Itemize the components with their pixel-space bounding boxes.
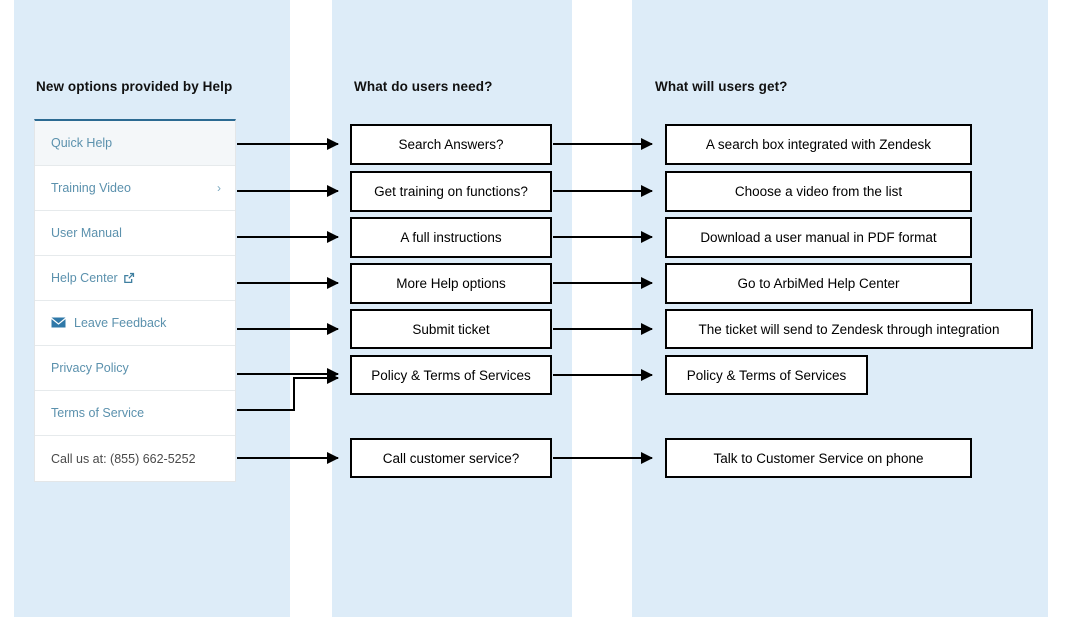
connector-training-to-video xyxy=(553,185,653,197)
need-box-call-customer-service: Call customer service? xyxy=(350,438,552,478)
connector-instructions-to-manual xyxy=(553,231,653,243)
mail-icon xyxy=(51,317,66,331)
menu-item-label: Privacy Policy xyxy=(51,361,129,375)
column-heading-middle: What do users need? xyxy=(354,79,493,94)
menu-item-user-manual[interactable]: User Manual xyxy=(35,211,235,256)
chevron-right-icon: › xyxy=(217,181,221,195)
connector-training-to-gettraining xyxy=(237,185,339,197)
menu-item-label: Training Video xyxy=(51,181,131,195)
menu-item-call-us[interactable]: Call us at: (855) 662-5252 xyxy=(35,436,235,481)
menu-item-terms-of-service[interactable]: Terms of Service xyxy=(35,391,235,436)
connector-terms-segment-vertical xyxy=(293,379,295,411)
connector-callservice-to-phone xyxy=(553,452,653,464)
need-box-more-help-options: More Help options xyxy=(350,263,552,304)
need-box-full-instructions: A full instructions xyxy=(350,217,552,258)
connector-helpcenter-to-morehelp xyxy=(237,277,339,289)
need-box-search-answers: Search Answers? xyxy=(350,124,552,165)
outcome-box-policy-terms: Policy & Terms of Services xyxy=(665,355,868,395)
need-box-submit-ticket: Submit ticket xyxy=(350,309,552,349)
column-heading-left: New options provided by Help xyxy=(36,79,233,94)
connector-morehelp-to-helpcenter xyxy=(553,277,653,289)
menu-item-training-video[interactable]: Training Video › xyxy=(35,166,235,211)
menu-item-privacy-policy[interactable]: Privacy Policy xyxy=(35,346,235,391)
menu-item-help-center[interactable]: Help Center xyxy=(35,256,235,301)
connector-terms-to-policy xyxy=(293,372,339,384)
outcome-box-talk-customer-service: Talk to Customer Service on phone xyxy=(665,438,972,478)
connector-quickhelp-to-search xyxy=(237,138,339,150)
help-menu-panel: Quick Help Training Video › User Manual … xyxy=(34,119,236,482)
outcome-box-help-center: Go to ArbiMed Help Center xyxy=(665,263,972,304)
column-band-right xyxy=(632,0,1048,617)
connector-privacy-to-policy xyxy=(237,368,339,380)
outcome-box-download-manual: Download a user manual in PDF format xyxy=(665,217,972,258)
menu-item-label: Terms of Service xyxy=(51,406,145,420)
menu-item-label: Quick Help xyxy=(51,136,113,150)
external-link-icon xyxy=(123,272,135,287)
menu-item-leave-feedback[interactable]: Leave Feedback xyxy=(35,301,235,346)
menu-item-label: Leave Feedback xyxy=(74,316,167,330)
outcome-box-choose-video: Choose a video from the list xyxy=(665,171,972,212)
connector-feedback-to-ticket xyxy=(237,323,339,335)
need-box-get-training: Get training on functions? xyxy=(350,171,552,212)
connector-manual-to-instructions xyxy=(237,231,339,243)
outcome-box-ticket-zendesk: The ticket will send to Zendesk through … xyxy=(665,309,1033,349)
menu-item-label: Help Center xyxy=(51,271,118,285)
connector-terms-segment-horizontal xyxy=(237,409,295,411)
column-band-middle xyxy=(332,0,572,617)
connector-search-to-searchbox xyxy=(553,138,653,150)
outcome-box-search-box: A search box integrated with Zendesk xyxy=(665,124,972,165)
need-box-policy-terms: Policy & Terms of Services xyxy=(350,355,552,395)
menu-item-quick-help[interactable]: Quick Help xyxy=(35,121,235,166)
column-heading-right: What will users get? xyxy=(655,79,788,94)
menu-item-label: Call us at: (855) 662-5252 xyxy=(51,451,196,466)
menu-item-label: User Manual xyxy=(51,226,122,240)
connector-ticket-to-zendesk xyxy=(553,323,653,335)
connector-callus-to-callservice xyxy=(237,452,339,464)
connector-policy-to-policyoutcome xyxy=(553,369,653,381)
